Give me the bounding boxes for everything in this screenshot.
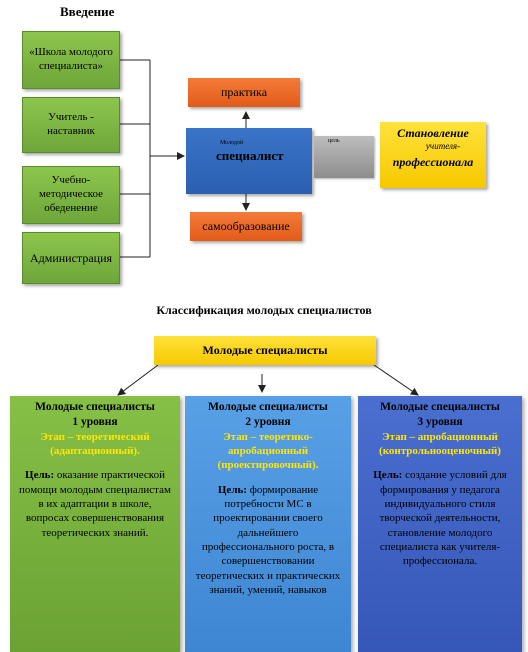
level-3-goal-label: Цель: — [373, 469, 403, 482]
level-2-stage: Этап – теоретико-апробационный (проектир… — [217, 430, 319, 472]
arrow-level-3 — [373, 364, 419, 396]
goal-line3: профессионала — [392, 155, 474, 169]
box-goal: Становление учителя- профессионала — [380, 122, 486, 188]
column-level-2: Молодые специалисты 2 уровня Этап – теор… — [185, 396, 351, 652]
level-2-head2: 2 уровня — [245, 415, 291, 428]
box-mentor-label: Учитель - наставник — [47, 111, 95, 137]
goal-connector: цель — [314, 136, 374, 178]
level-3-stage: Этап – апробационный (контрольнооценочны… — [379, 430, 501, 458]
level-3-goal-text: создание условий для формирования у педа… — [379, 469, 507, 568]
box-school: «Школа молодого специалиста» — [22, 31, 120, 89]
box-umo-label: Учебно-методическое обеденение — [38, 174, 104, 214]
center-small-label: Молодой — [220, 140, 244, 146]
box-umo: Учебно-методическое обеденение — [22, 166, 120, 224]
box-young-specialists-root: Молодые специалисты — [154, 336, 376, 365]
level-3-head1: Молодые специалисты — [380, 401, 500, 413]
box-admin: Администрация — [22, 232, 120, 284]
level-2-head1: Молодые специалисты — [208, 401, 328, 413]
box-self-education: самообразование — [190, 212, 302, 241]
level-1-head1: Молодые специалисты — [35, 401, 155, 413]
box-young-specialist: Молодой специалист — [186, 128, 312, 194]
intro-title: Введение — [60, 4, 115, 19]
level-3-head2: 3 уровня — [417, 415, 463, 428]
level-1-goal: Цель: оказание практической помощи молод… — [16, 468, 174, 539]
goal-line1: Становление — [397, 126, 469, 140]
practice-label: практика — [220, 85, 268, 99]
box-admin-label: Администрация — [29, 250, 113, 265]
level-2-goal-label: Цель: — [217, 483, 247, 496]
level-1-stage: Этап – теоретический (адаптационный). — [40, 430, 150, 458]
arrow-level-1 — [117, 364, 159, 396]
level-3-goal: Цель: создание условий для формирования … — [364, 468, 516, 568]
root-label: Молодые специалисты — [202, 343, 328, 357]
box-practice: практика — [188, 78, 300, 107]
connector-label: цель — [328, 138, 340, 144]
center-main-label: специалист — [216, 148, 284, 163]
level-1-goal-text: оказание практической помощи молодым спе… — [19, 469, 171, 539]
level-1-head2: 1 уровня — [72, 415, 118, 428]
level-2-goal: Цель: формирование потребности МС в прое… — [191, 483, 345, 597]
column-level-1: Молодые специалисты 1 уровня Этап – теор… — [10, 396, 180, 652]
level-2-goal-text: формирование потребности МС в проектиров… — [195, 483, 341, 596]
column-level-3: Молодые специалисты 3 уровня Этап – апро… — [358, 396, 522, 652]
level-1-goal-label: Цель: — [25, 469, 55, 482]
goal-line2: учителя- — [425, 141, 461, 151]
box-school-label: «Школа молодого специалиста» — [29, 46, 113, 72]
classification-title: Классификация молодых специалистов — [156, 303, 372, 317]
self-education-label: самообразование — [202, 219, 290, 233]
box-mentor: Учитель - наставник — [22, 97, 120, 153]
